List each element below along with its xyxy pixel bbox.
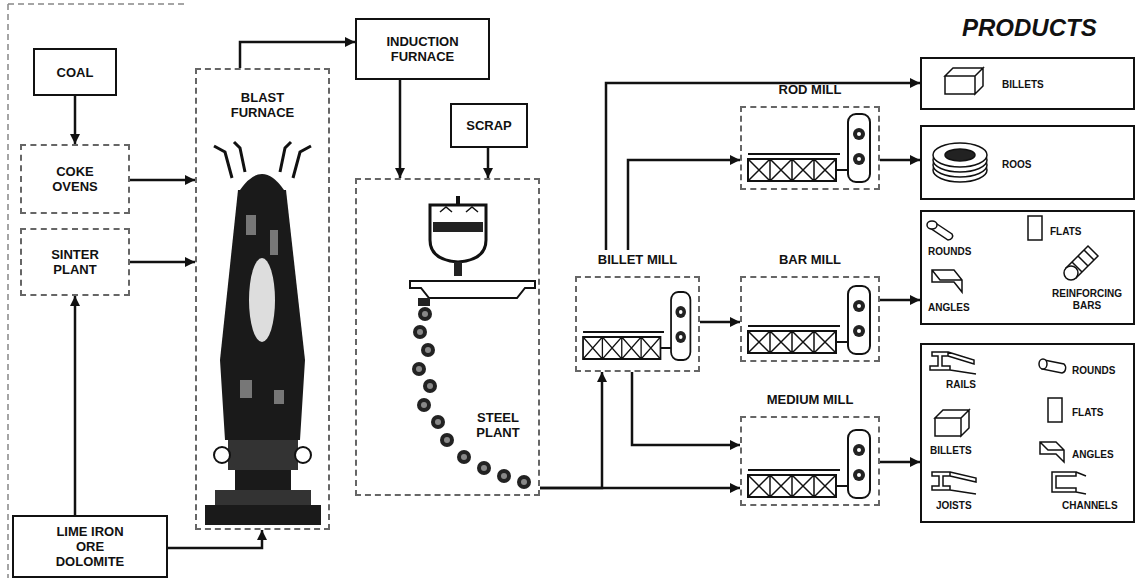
flow-arrow: [130, 261, 195, 264]
flow-arrow: [168, 530, 262, 548]
blast-furnace-drawing: [205, 142, 321, 525]
flow-arrow: [399, 80, 402, 178]
flow-arrow: [606, 83, 920, 250]
column-heading: PRODUCTS: [962, 14, 1097, 42]
mill-heading: ROD MILL: [740, 80, 880, 100]
mill-box: BAR MILL: [740, 250, 880, 362]
product-label: RAILS: [946, 379, 976, 391]
box-label: COAL: [57, 65, 94, 80]
flow-arrow: [74, 96, 77, 144]
mill-drawing: [583, 292, 690, 360]
box-label: SINTER PLANT: [45, 247, 105, 277]
mill-frame: [740, 416, 880, 506]
flow-arrow: [880, 461, 920, 464]
product-box: ROOS: [920, 125, 1135, 200]
mill-heading: BILLET MILL: [575, 250, 700, 270]
outer-frame: [8, 4, 185, 578]
product-box: ROUNDS FLATS ANGLES REINFORCING BARS: [920, 210, 1135, 325]
process-box: COKE OVENS: [20, 144, 130, 214]
product-label: ROUNDS: [1072, 365, 1115, 377]
mill-frame: [740, 106, 880, 190]
product-label: ROOS: [1002, 159, 1031, 171]
process-box: INDUCTION FURNACE: [355, 18, 490, 80]
source-box: LIME IRON ORE DOLOMITE: [12, 515, 168, 578]
process-box: SINTER PLANT: [20, 228, 130, 296]
product-box: RAILS ROUNDS FLATS BILLETS ANGLES JOISTS CHANN…: [920, 343, 1135, 523]
flow-arrow: [632, 372, 740, 445]
product-label: BILLETS: [1002, 79, 1044, 91]
source-box: COAL: [33, 48, 117, 96]
box-label: INDUCTION FURNACE: [381, 34, 465, 64]
product-box: BILLETS: [920, 57, 1135, 110]
box-label: LIME IRON ORE DOLOMITE: [54, 524, 126, 569]
box-label: SCRAP: [466, 118, 512, 133]
product-icons: [927, 68, 1098, 494]
product-label: BILLETS: [930, 445, 972, 457]
flow-arrow: [240, 42, 355, 68]
mill-box: BILLET MILL: [575, 250, 700, 372]
mill-frame: [575, 276, 700, 372]
flow-arrow: [540, 372, 602, 488]
mill-box: MEDIUM MILL: [740, 390, 880, 506]
product-label: ANGLES: [1072, 449, 1114, 461]
mill-drawing: [748, 430, 870, 498]
box-label: BLAST FURNACE: [223, 90, 303, 120]
plant-box: STEEL PLANT: [355, 178, 540, 496]
mill-drawing: [748, 286, 870, 354]
furnace-box: BLAST FURNACE: [195, 68, 330, 530]
flow-arrow: [74, 296, 77, 515]
product-label: ANGLES: [928, 302, 970, 314]
source-box: SCRAP: [450, 103, 528, 148]
box-label: STEEL PLANT: [467, 410, 529, 440]
mill-frame: [740, 276, 880, 362]
product-label: REINFORCING BARS: [1040, 288, 1134, 312]
steel-plant-drawing: [410, 196, 535, 489]
mill-drawing: [748, 114, 870, 182]
product-label: FLATS: [1050, 226, 1081, 238]
mill-box: ROD MILL: [740, 80, 880, 190]
flow-arrow: [487, 148, 490, 178]
flow-arrow: [700, 321, 740, 324]
flow-arrow: [880, 159, 920, 162]
product-label: FLATS: [1072, 407, 1103, 419]
mill-heading: MEDIUM MILL: [740, 390, 880, 410]
product-label: ROUNDS: [928, 246, 971, 258]
flow-arrow: [880, 299, 920, 302]
flow-arrow: [130, 179, 195, 182]
product-label: CHANNELS: [1062, 500, 1118, 512]
box-label: COKE OVENS: [45, 164, 105, 194]
flow-arrow: [628, 160, 740, 250]
flow-arrow: [540, 487, 740, 490]
product-label: JOISTS: [936, 500, 972, 512]
mill-heading: BAR MILL: [740, 250, 880, 270]
